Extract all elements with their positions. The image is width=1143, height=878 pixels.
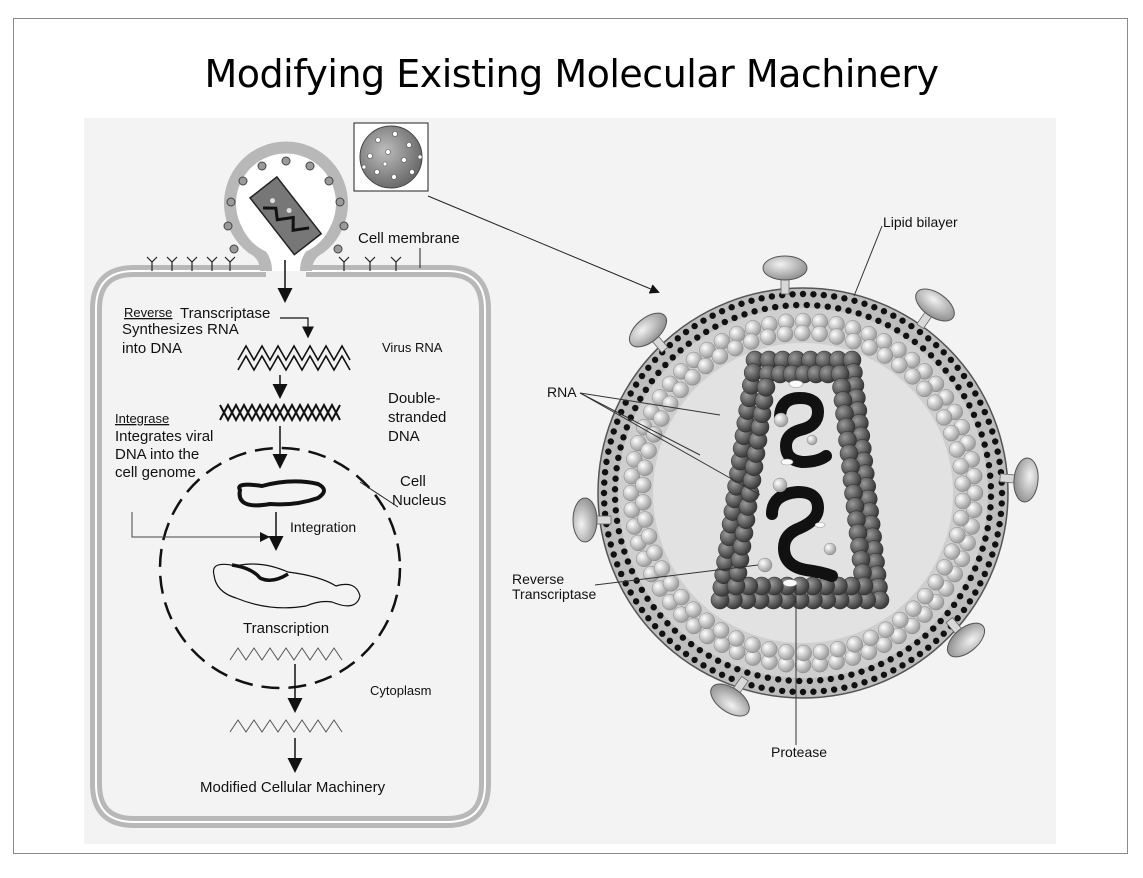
protease-ovals [780,380,826,587]
cytoplasm-rna [229,719,343,733]
label-virus-rna: Virus RNA [382,340,443,355]
label-transcriptase: Transcriptase [180,305,270,322]
label-reverse-transcriptase-2: Transcriptase [512,586,597,602]
label-integrase-3: cell genome [115,464,196,481]
virus-inset [353,122,660,294]
label-cell-membrane: Cell membrane [358,230,460,247]
label-cytoplasm: Cytoplasm [370,683,431,698]
label-integration: Integration [290,519,356,535]
capsid-spheres [710,350,890,610]
cell-body-inner-line [95,270,486,823]
label-modified-machinery: Modified Cellular Machinery [200,779,386,796]
internal-proteins [757,412,837,573]
slide-title: Modifying Existing Molecular Machinery [204,52,939,96]
label-rt-desc-2: into DNA [122,340,182,357]
rt-arrow [280,317,314,339]
mrna-strand [229,647,343,661]
virus-rna-strand-2 [237,354,351,372]
lipid-bilayer-dots [600,290,1006,696]
surface-glycoproteins [572,255,1039,717]
budding-virus-knobs [223,156,349,254]
nucleus-leader [359,481,399,508]
label-double-2: stranded [388,409,446,426]
label-transcription: Transcription [243,620,329,637]
label-rt-desc-1: Synthesizes RNA [122,321,239,338]
label-lipid-bilayer: Lipid bilayer [883,214,958,230]
label-reverse: Reverse [124,305,172,320]
label-integrase-2: DNA into the [115,446,199,463]
label-integrase: Integrase [115,411,169,426]
virion-group [572,255,1039,717]
label-cell-nucleus-2: Nucleus [392,492,446,509]
viral-dna-loop [237,479,326,508]
virion-leaders [579,225,883,745]
host-genome [212,563,361,609]
label-integrase-1: Integrates viral [115,428,213,445]
integrated-viral-dna [231,563,289,582]
rna-strand-lower [766,485,838,582]
integrase-arrow [131,512,270,542]
label-double-1: Double- [388,390,441,407]
label-cell-nucleus-1: Cell [400,473,426,490]
label-protease: Protease [771,744,827,760]
label-double-3: DNA [388,428,420,445]
cell-nucleus [158,446,402,690]
virus-rna-strand [237,344,351,362]
cell-group [90,141,491,828]
rna-strand-upper [774,391,832,469]
capsid-rectangle [249,175,323,256]
matrix-protein-spheres [622,312,984,674]
membrane-receptors [146,256,402,271]
label-reverse-transcriptase-1: Reverse [512,571,564,587]
ds-dna-strand-2 [219,402,341,423]
label-rna: RNA [547,384,577,400]
